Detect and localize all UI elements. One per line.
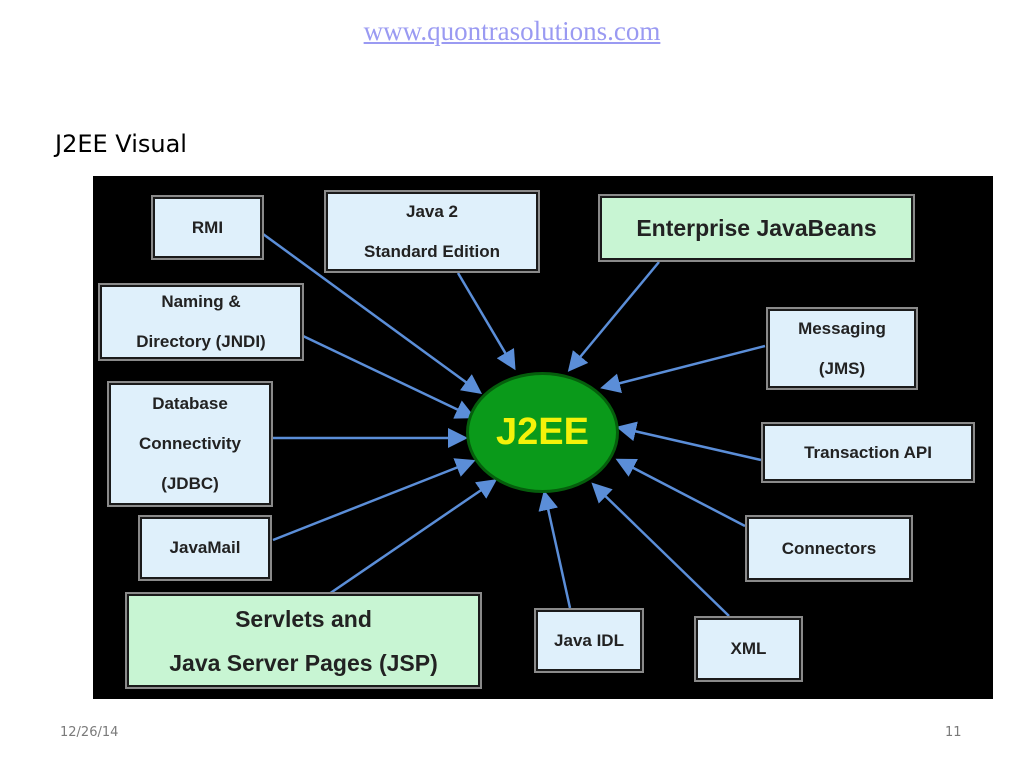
node-xml: XML bbox=[694, 616, 803, 682]
connector-java2 bbox=[456, 272, 516, 371]
node-connectors: Connectors bbox=[745, 515, 913, 582]
connector-connectors bbox=[615, 458, 746, 528]
connector-javaidl bbox=[538, 490, 572, 609]
connector-javamail bbox=[272, 458, 476, 542]
node-transaction-api: Transaction API bbox=[761, 422, 975, 483]
node-java2-standard-edition: Java 2 Standard Edition bbox=[324, 190, 540, 273]
slide-page-number: 11 bbox=[945, 725, 962, 740]
connector-lines bbox=[262, 232, 766, 617]
connector-ejb bbox=[567, 261, 660, 372]
connector-rmi bbox=[262, 232, 483, 394]
j2ee-diagram: RMI Java 2 Standard Edition Enterprise J… bbox=[93, 176, 993, 699]
slide-date: 12/26/14 bbox=[60, 725, 119, 740]
connector-transaction bbox=[616, 421, 762, 462]
node-database-connectivity-jdbc: Database Connectivity (JDBC) bbox=[107, 381, 273, 507]
node-messaging-jms: Messaging (JMS) bbox=[766, 307, 918, 390]
node-rmi: RMI bbox=[151, 195, 264, 260]
node-java-idl: Java IDL bbox=[534, 608, 644, 673]
connector-jms bbox=[600, 344, 766, 393]
node-naming-directory-jndi: Naming & Directory (JNDI) bbox=[98, 283, 304, 361]
slide-title: J2EE Visual bbox=[55, 130, 187, 158]
node-javamail: JavaMail bbox=[138, 515, 272, 581]
j2ee-hub: J2EE bbox=[466, 372, 619, 493]
node-servlets-jsp: Servlets and Java Server Pages (JSP) bbox=[125, 592, 482, 689]
connector-xml bbox=[591, 482, 730, 617]
connector-servlets bbox=[328, 479, 498, 596]
website-url-link[interactable]: www.quontrasolutions.com bbox=[363, 16, 661, 46]
connector-jndi bbox=[302, 334, 476, 419]
node-enterprise-javabeans: Enterprise JavaBeans bbox=[598, 194, 915, 262]
